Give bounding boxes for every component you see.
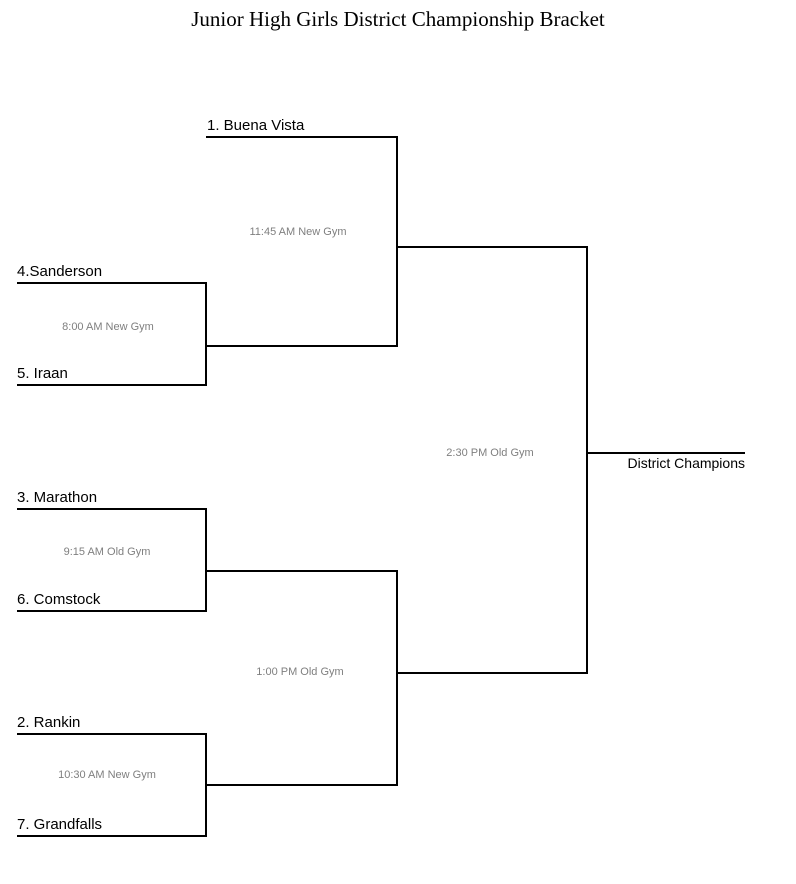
semifinal-1-winner-line xyxy=(396,246,588,248)
gametime-quarterfinal-1: 8:00 AM New Gym xyxy=(62,321,154,333)
team-label-comstock: 6. Comstock xyxy=(17,591,101,608)
quarterfinal-2-winner-line xyxy=(205,570,398,572)
quarterfinal-1-winner-line xyxy=(205,345,398,347)
gametime-quarterfinal-2: 9:15 AM Old Gym xyxy=(63,546,151,558)
marathon-seed-line xyxy=(17,508,207,510)
page-title: Junior High Girls District Championship … xyxy=(191,7,605,31)
gametime-semifinal-2: 1:00 PM Old Gym xyxy=(256,666,344,678)
grandfalls-seed-line xyxy=(17,835,207,837)
team-label-grandfalls: 7. Grandfalls xyxy=(17,816,103,833)
quarterfinal-3-winner-line xyxy=(205,784,398,786)
sanderson-seed-line xyxy=(17,282,207,284)
iraan-seed-line xyxy=(17,384,207,386)
district-champions-label: District Champions xyxy=(627,455,745,471)
gametime-semifinal-1: 11:45 AM New Gym xyxy=(249,226,347,238)
semifinal-2-winner-line xyxy=(396,672,588,674)
team-label-marathon: 3. Marathon xyxy=(17,489,98,506)
comstock-seed-line xyxy=(17,610,207,612)
quarterfinal-1-vertical-line xyxy=(205,282,207,386)
team-label-rankin: 2. Rankin xyxy=(17,714,81,731)
semifinal-2-vertical-line xyxy=(396,570,398,786)
rankin-seed-line xyxy=(17,733,207,735)
district-champion-line xyxy=(586,452,745,454)
team-label-sanderson: 4.Sanderson xyxy=(17,263,103,280)
buena-vista-seed-line xyxy=(206,136,398,138)
team-label-iraan: 5. Iraan xyxy=(17,365,68,382)
semifinal-1-vertical-line xyxy=(396,136,398,347)
team-label-buena-vista: 1. Buena Vista xyxy=(207,117,305,134)
gametime-quarterfinal-3: 10:30 AM New Gym xyxy=(58,769,156,781)
gametime-final: 2:30 PM Old Gym xyxy=(446,447,534,459)
quarterfinal-2-vertical-line xyxy=(205,508,207,612)
final-vertical-line xyxy=(586,246,588,674)
